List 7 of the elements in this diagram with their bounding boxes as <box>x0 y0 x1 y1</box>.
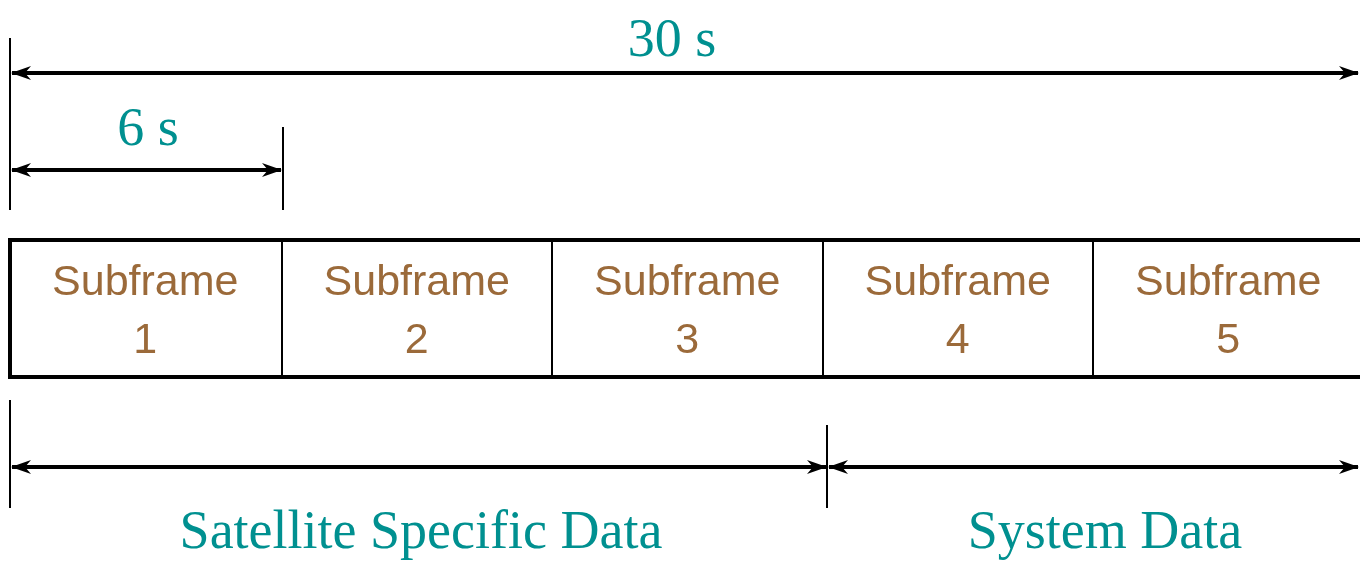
dimension-label: 6 s <box>117 100 179 154</box>
subframe-label: Subframe 3 <box>593 254 782 364</box>
subframe-label: Subframe 5 <box>1134 254 1323 364</box>
subframe-label: Subframe 1 <box>51 254 240 364</box>
dimension-label: 30 s <box>627 11 717 65</box>
subframe-label: Subframe 2 <box>322 254 511 364</box>
subframe-label: Subframe 4 <box>863 254 1052 364</box>
